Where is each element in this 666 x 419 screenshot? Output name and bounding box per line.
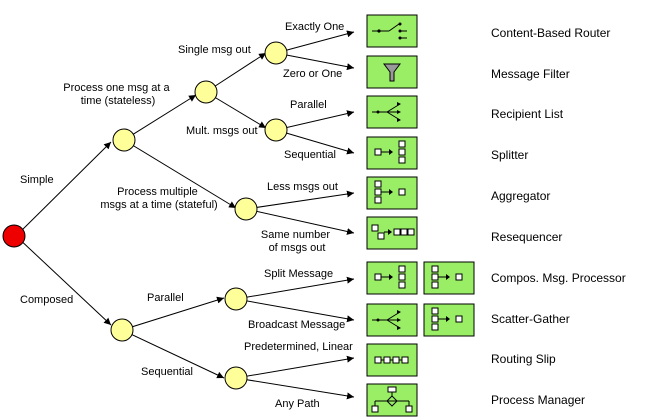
edge-any-path	[235, 377, 355, 400]
node-mult-out	[264, 118, 288, 142]
label-mult-out: Mult. msgs out	[186, 125, 258, 137]
edge-exactly-one	[275, 30, 355, 54]
pattern-scatter-gather: Scatter-Gather	[491, 312, 570, 326]
pattern-process-manager: Process Manager	[491, 393, 585, 407]
edge-predetermined	[235, 355, 355, 379]
label-exactly-one: Exactly One	[285, 21, 344, 33]
label-stateless: Process one msg at a time (stateless)	[63, 82, 172, 107]
pattern-icons	[366, 14, 475, 417]
edge-split-message	[235, 276, 355, 300]
edge-sequential	[275, 129, 355, 155]
edge-parallel	[275, 110, 355, 131]
resequencer-icon	[366, 216, 418, 250]
label-predetermined: Predetermined, Linear	[244, 341, 353, 353]
node-composed	[110, 318, 134, 342]
pattern-aggregator: Aggregator	[491, 189, 550, 203]
edge-less-msgs	[245, 190, 355, 210]
node-exactly-zero	[264, 41, 288, 65]
node-single-out	[194, 80, 218, 104]
leaf-labels: Exactly One Zero or One Parallel Sequent…	[244, 21, 353, 410]
branch-labels: Simple Composed Process one msg at a tim…	[20, 44, 258, 378]
node-stateless	[112, 128, 136, 152]
edge-composed-parallel	[121, 296, 225, 331]
label-simple: Simple	[20, 174, 54, 186]
edge-composed-sequential	[121, 329, 225, 379]
node-stateful	[234, 197, 258, 221]
label-less-msgs: Less msgs out	[267, 181, 338, 193]
recipient-list-icon	[366, 95, 418, 129]
label-parallel-composed: Parallel	[147, 292, 184, 304]
edge-root-stateless	[15, 141, 112, 237]
nodes	[2, 41, 288, 390]
edge-root-composed	[15, 235, 112, 326]
pattern-resequencer: Resequencer	[491, 230, 562, 244]
label-sequential-composed: Sequential	[141, 366, 193, 378]
label-same-number: Same number of msgs out	[261, 229, 333, 254]
composed-processor-splitter-icon	[366, 261, 418, 295]
edge-single-mult	[205, 91, 267, 129]
label-composed: Composed	[20, 294, 73, 306]
label-any-path: Any Path	[275, 398, 320, 410]
label-parallel: Parallel	[290, 99, 327, 111]
edge-same-number	[245, 208, 355, 235]
scatter-gather-aggregator-icon	[423, 303, 475, 337]
pattern-recipient-list: Recipient List	[491, 107, 564, 121]
edge-stateless-single	[123, 94, 197, 141]
aggregator-icon	[366, 176, 418, 210]
label-split-message: Split Message	[264, 268, 333, 280]
edge-stateless-stateful	[123, 139, 237, 209]
content-router-icon	[366, 14, 418, 48]
root-node	[2, 224, 26, 248]
label-stateful: Process multiple msgs at a time (statefu…	[100, 186, 217, 211]
pattern-splitter: Splitter	[491, 148, 528, 162]
node-parallel-composed	[224, 287, 248, 311]
message-filter-icon	[366, 55, 418, 89]
pattern-message-filter: Message Filter	[491, 67, 570, 81]
splitter-icon	[366, 136, 418, 170]
node-sequential-composed	[224, 366, 248, 390]
label-broadcast-message: Broadcast Message	[248, 319, 345, 331]
routing-slip-icon	[366, 343, 418, 377]
pattern-routing-slip: Routing Slip	[491, 352, 556, 366]
label-zero-or-one: Zero or One	[283, 68, 342, 80]
edges	[15, 30, 355, 400]
pattern-names: Content-Based Router Message Filter Reci…	[491, 26, 626, 407]
edge-broadcast-message	[235, 298, 355, 323]
label-single-out: Single msg out	[178, 44, 251, 56]
edge-zero-or-one	[275, 52, 355, 71]
composed-processor-aggregator-icon	[423, 261, 475, 295]
scatter-gather-recipient-icon	[366, 303, 418, 337]
edge-single-top	[205, 52, 267, 93]
pattern-composed-processor: Compos. Msg. Processor	[491, 271, 626, 285]
label-sequential: Sequential	[284, 149, 336, 161]
pattern-content-router: Content-Based Router	[491, 26, 610, 40]
process-manager-icon	[366, 383, 418, 417]
